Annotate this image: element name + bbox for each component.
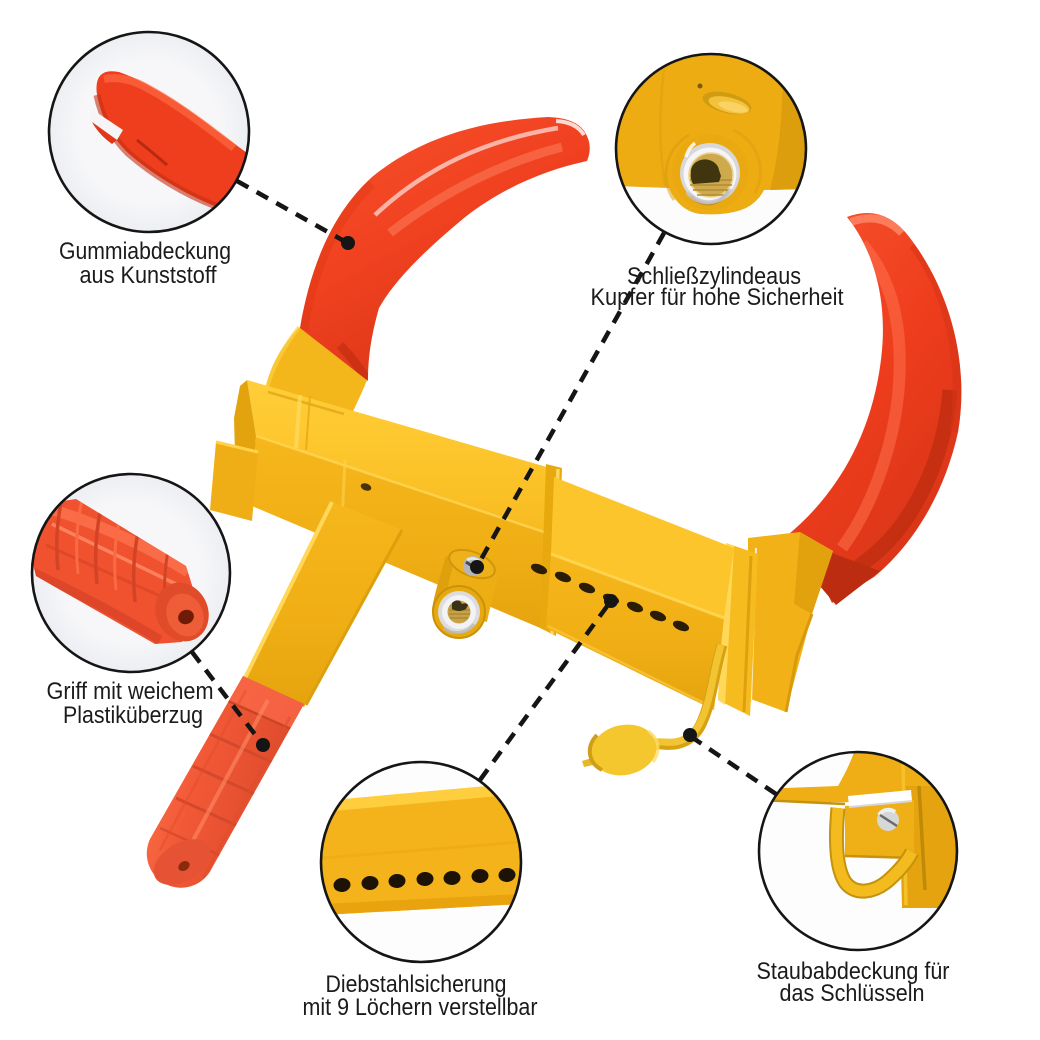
svg-text:mit 9 Löchern verstellbar: mit 9 Löchern verstellbar xyxy=(303,994,538,1021)
svg-text:Staubabdeckung für: Staubabdeckung für xyxy=(757,958,950,985)
svg-text:das Schlüsseln: das Schlüsseln xyxy=(780,980,925,1007)
svg-text:Griff mit weichem: Griff mit weichem xyxy=(47,678,214,705)
svg-text:aus Kunststoff: aus Kunststoff xyxy=(80,262,217,289)
svg-text:Kupfer für hohe Sicherheit: Kupfer für hohe Sicherheit xyxy=(591,284,844,311)
svg-text:Gummiabdeckung: Gummiabdeckung xyxy=(59,238,231,265)
svg-text:Diebstahlsicherung: Diebstahlsicherung xyxy=(326,971,507,998)
svg-text:Schließzylindeaus: Schließzylindeaus xyxy=(627,263,801,290)
svg-text:Plastiküberzug: Plastiküberzug xyxy=(63,702,203,729)
